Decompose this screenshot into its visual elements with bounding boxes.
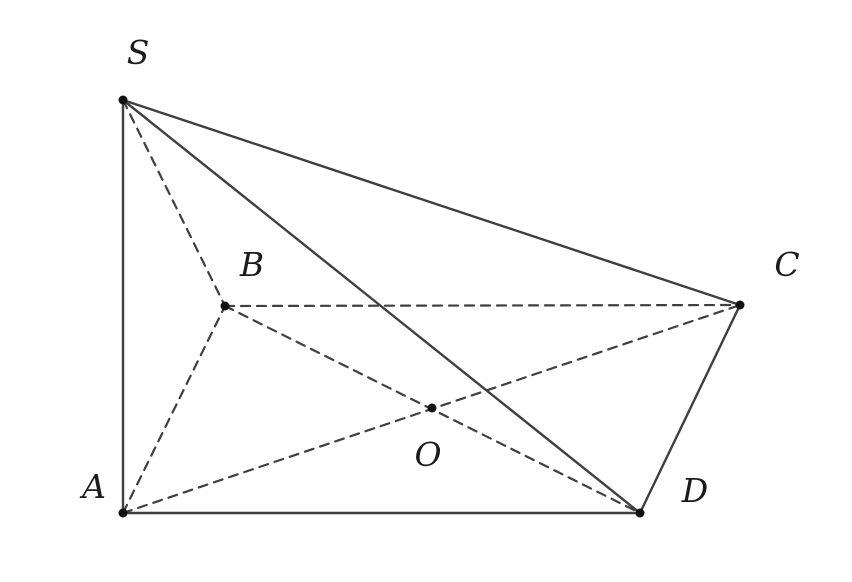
edge-DC-solid <box>638 303 742 515</box>
vertex-A-dot <box>118 508 128 518</box>
vertex-S-dot <box>118 95 128 105</box>
edge-SC-solid <box>121 98 742 307</box>
label-C: C <box>774 245 799 284</box>
edge-SD-solid <box>121 98 642 515</box>
vertex-C-dot <box>735 300 745 310</box>
edge-SB-dashed <box>121 98 227 308</box>
label-B: B <box>239 245 264 284</box>
edge-BC-dashed <box>223 303 742 308</box>
label-S: S <box>127 33 150 72</box>
label-O: O <box>414 435 441 474</box>
vertex-B-dot <box>220 301 230 311</box>
vertex-D-dot <box>635 508 645 518</box>
label-D: D <box>681 471 708 510</box>
edge-AB-dashed <box>121 304 227 515</box>
label-A: A <box>79 467 106 506</box>
vertex-O-dot <box>427 403 437 413</box>
